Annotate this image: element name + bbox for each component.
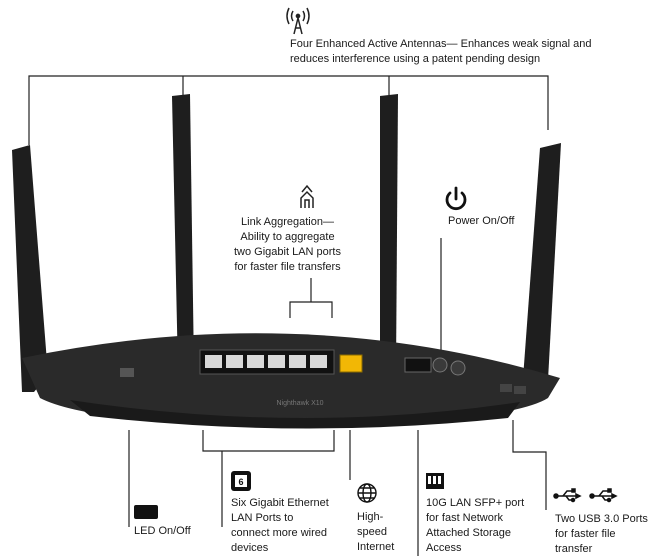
antenna-right-inner [380,94,398,372]
power-callout: Power On/Off [448,215,515,227]
lan-ports [205,355,327,368]
lan-port-1 [205,355,222,368]
led-switch [120,368,134,377]
nas-icon [426,473,444,489]
usb-port-1 [500,384,512,392]
globe-icon [357,483,377,503]
usb-icon [553,488,618,503]
antennas [12,94,561,395]
antenna-bracket-line [28,75,549,145]
lan-port-3 [247,355,264,368]
led-callout: LED On/Off [134,525,191,537]
router-body [22,333,560,429]
antenna-right-outer [522,143,561,395]
usb-callout-line [512,420,547,510]
sfp-port [404,357,432,373]
lan-port-2 [226,355,243,368]
lan-badge-number: 6 [238,477,243,487]
usb-callout: Two USB 3.0 Ports for faster file transf… [555,513,648,555]
antenna-left-inner [172,94,194,372]
lan-port-5 [289,355,306,368]
sfp-callout: 10G LAN SFP+ port for fast Network Attac… [426,497,525,554]
internet-port [339,354,363,373]
antenna-left-outer [12,145,48,392]
router-brand-text: Nighthawk X10 [276,400,323,407]
led-icon [134,505,158,519]
callout-lines [28,75,549,556]
power-button [432,357,448,373]
antenna-icon [286,7,310,35]
usb-port-2 [514,386,526,394]
link-aggregation-icon [300,184,314,208]
reset-button [450,360,466,376]
lan-ports-callout: Six Gigabit Ethernet LAN Ports to connec… [231,497,329,554]
internet-callout: High- speed Internet [357,511,395,553]
link-aggregation-bracket [289,301,333,318]
lan-ports-icon [231,471,251,491]
lan-bracket-line [202,430,335,452]
power-icon [445,186,467,211]
link-aggregation-callout: Link Aggregation— Ability to aggregate t… [234,216,341,273]
lan-port-4 [268,355,285,368]
lan-port-6 [310,355,327,368]
antennas-callout: Four Enhanced Active Antennas— Enhances … [290,38,592,65]
